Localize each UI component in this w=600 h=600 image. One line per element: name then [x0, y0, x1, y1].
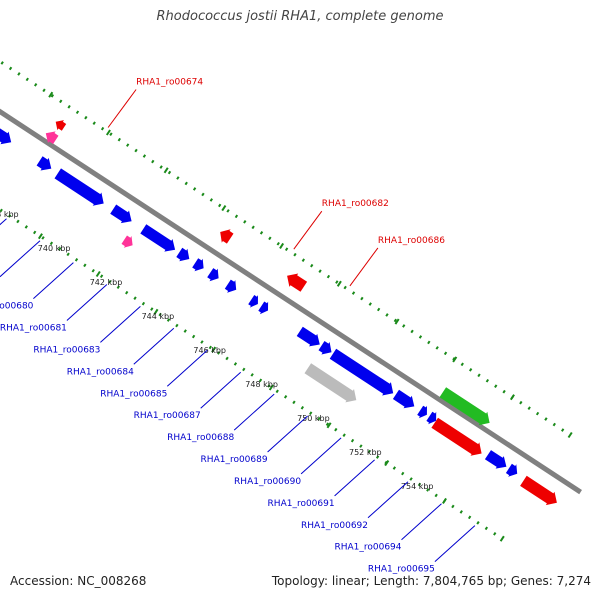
kbp-label: 752 kbp [349, 448, 382, 457]
gene-label[interactable]: RHA1_ro00685 [100, 389, 167, 399]
gene-arrow [224, 279, 237, 293]
gene-label-leader [0, 218, 7, 226]
gene-label-leader [233, 393, 275, 431]
ruler-top-tick [48, 91, 54, 98]
ruler-top-tick [452, 356, 458, 363]
gene-label[interactable]: RHA1_ro00690 [234, 477, 301, 487]
ruler-bottom-tick [153, 308, 159, 315]
gene-arrow [520, 475, 557, 506]
ruler-top-tick [163, 167, 169, 174]
gene-label-leader [349, 247, 379, 287]
gene-label-leader [200, 371, 242, 409]
genome-summary-text: Topology: linear; Length: 7,804,765 bp; … [271, 574, 591, 588]
gene-label[interactable]: RHA1_ro00684 [67, 367, 134, 377]
gene-label[interactable]: RHA1_ro00687 [134, 411, 201, 421]
ruler-top-tick [336, 280, 342, 287]
gene-arrow [318, 341, 332, 355]
kbp-label: 746 kbp [193, 346, 226, 355]
ruler-top [0, 59, 572, 437]
gene-arrow [431, 417, 482, 456]
map-title: Rhodococcus jostii RHA1, complete genome [156, 9, 444, 24]
gene-arrow [192, 258, 204, 272]
ruler-top-tick [509, 394, 515, 401]
gene-label[interactable]: RHA1_ro00692 [301, 521, 368, 531]
gene-label[interactable]: RHA1_ro00686 [378, 236, 445, 246]
gene-arrow [505, 463, 518, 477]
kbp-label: 750 kbp [297, 414, 330, 423]
gene-label-leader [66, 284, 108, 321]
gene-label[interactable]: RHA1_ro00681 [0, 324, 67, 334]
gene-label-leader [107, 89, 137, 128]
ruler-top-tick [394, 318, 400, 325]
gene-arrow [0, 128, 12, 145]
ruler-bottom-tick [37, 233, 43, 240]
gene-label-leader [33, 262, 74, 299]
ruler-bottom-tick [95, 270, 101, 278]
ruler-bottom-tick [384, 460, 390, 467]
gene-arrow [110, 204, 132, 224]
rna-gene-arrow [45, 131, 59, 144]
kbp-label: 754 kbp [401, 482, 434, 491]
gene-arrow [392, 389, 415, 409]
gene-label-leader [367, 481, 409, 519]
kbp-label: 742 kbp [90, 278, 123, 287]
gene-arrow [220, 229, 234, 244]
gene-label[interactable]: RHA1_ro00691 [268, 499, 335, 509]
ruler-bottom-tick [442, 497, 447, 504]
gene-arrow [55, 120, 67, 131]
ruler-top-tick [279, 242, 285, 249]
gene-arrow [484, 450, 507, 469]
gene-label[interactable]: RHA1_ro00683 [33, 345, 100, 355]
gene-label-leader [0, 240, 41, 278]
gene-arrow [258, 301, 269, 315]
ruler-top-tick [105, 129, 111, 136]
gene-label-leader [300, 437, 342, 475]
gene-arrow [287, 273, 308, 292]
gene-arrow [248, 295, 258, 308]
pseudogene-arrow [304, 363, 357, 403]
gene-label[interactable]: RHA1_ro00680 [0, 302, 34, 312]
misc-feature-arrow [439, 387, 490, 426]
gene-arrow [426, 411, 437, 425]
gene-label-leader [434, 525, 476, 562]
gene-label[interactable]: RHA1_ro00688 [167, 433, 234, 443]
gene-arrow [140, 224, 176, 252]
genome-backbone [0, 108, 582, 495]
ruler-bottom-tick [499, 535, 505, 542]
accession-text: Accession: NC_008268 [10, 574, 147, 588]
gene-label-leader [334, 459, 375, 497]
gene-label-leader [293, 210, 323, 250]
gene-arrow [329, 348, 394, 396]
gene-label[interactable]: RHA1_ro00695 [368, 565, 435, 575]
gene-label[interactable]: RHA1_ro00682 [322, 199, 389, 209]
ruler-bottom-tick [268, 384, 274, 391]
gene-arrow [176, 247, 190, 262]
ruler-top-tick [567, 431, 573, 439]
ruler-top-tick [221, 205, 227, 212]
kbp-label: 748 kbp [245, 380, 278, 389]
ruler-bottom-tick [326, 422, 332, 429]
gene-arrow [207, 268, 219, 282]
gene-arrow [54, 168, 104, 206]
kbp-label: 738 kbp [0, 210, 19, 219]
kbp-label: 740 kbp [38, 244, 71, 253]
gene-label-leader [166, 349, 208, 387]
gene-arrow [36, 156, 52, 171]
gene-label-leader [100, 306, 141, 343]
rna-gene-arrow [121, 235, 133, 248]
gene-label-leader [267, 415, 308, 453]
gene-arrow [296, 326, 320, 347]
kbp-label: 744 kbp [142, 312, 175, 321]
gene-label[interactable]: RHA1_ro00689 [201, 455, 268, 465]
gene-label-leader [401, 503, 442, 541]
gene-label-leader [133, 327, 175, 365]
gene-arrow [417, 405, 427, 419]
ruler-bottom-tick [211, 346, 217, 353]
gene-label[interactable]: RHA1_ro00674 [136, 78, 203, 88]
gene-label[interactable]: RHA1_ro00694 [334, 543, 401, 553]
